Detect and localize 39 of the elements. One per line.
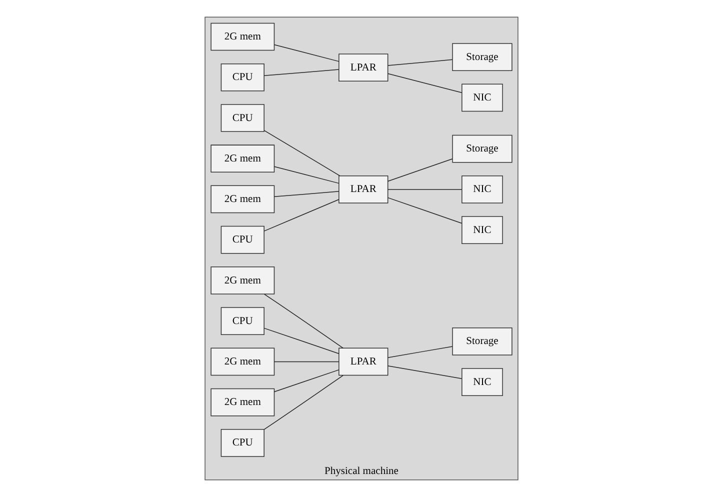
- node-box: LPAR: [338, 54, 388, 82]
- node-box: 2G mem: [210, 144, 275, 173]
- node-box: NIC: [462, 368, 503, 396]
- connector: [388, 346, 453, 358]
- node-box: 2G mem: [210, 266, 275, 294]
- node-box: Storage: [452, 134, 512, 163]
- node-box: 2G mem: [210, 388, 275, 416]
- node-box: CPU: [220, 63, 264, 92]
- connector: [274, 44, 340, 62]
- node-box: Storage: [452, 328, 512, 356]
- connector: [264, 199, 340, 232]
- connector: [264, 375, 344, 430]
- connector: [388, 59, 453, 66]
- node-box: LPAR: [338, 348, 388, 376]
- node-box: 2G mem: [210, 22, 275, 51]
- connector: [264, 130, 340, 176]
- connector: [388, 365, 462, 379]
- node-box: LPAR: [338, 176, 388, 204]
- connector: [264, 294, 344, 348]
- connector: [264, 328, 340, 354]
- node-box: CPU: [220, 429, 264, 457]
- node-box: 2G mem: [210, 348, 275, 376]
- node-box: CPU: [220, 226, 264, 254]
- node-box: NIC: [462, 84, 503, 112]
- connector: [274, 361, 340, 362]
- node-box: CPU: [220, 104, 264, 132]
- connector: [274, 191, 340, 198]
- node-box: Storage: [452, 43, 512, 71]
- connector: [388, 197, 462, 224]
- connector: [388, 189, 462, 190]
- connector: [388, 158, 453, 182]
- node-box: NIC: [462, 176, 503, 204]
- node-box: 2G mem: [210, 185, 275, 214]
- node-box: NIC: [462, 216, 503, 244]
- connector: [274, 369, 340, 392]
- connector: [274, 166, 340, 184]
- node-box: CPU: [220, 307, 264, 335]
- connector: [264, 69, 340, 76]
- connector: [388, 73, 462, 93]
